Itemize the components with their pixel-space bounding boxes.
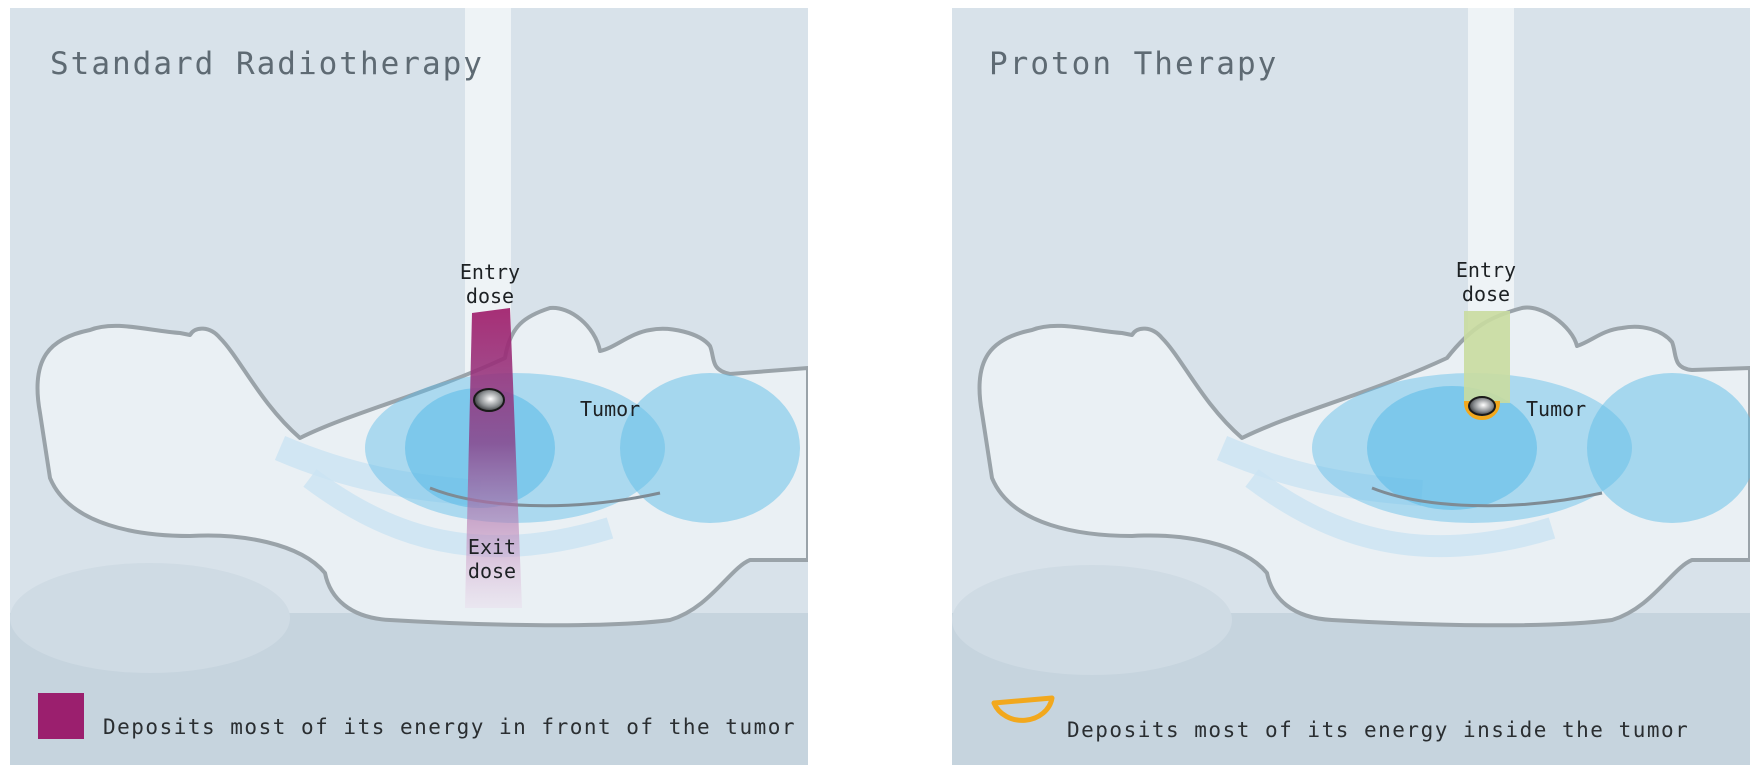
entry-label-line-2: dose xyxy=(465,284,515,308)
standard-radiotherapy-panel: Standard Radiotherapy Entry dose Tumor E… xyxy=(10,8,808,765)
tumor-label: Tumor xyxy=(580,397,641,421)
tumor-marker xyxy=(473,388,505,412)
entry-label-line-1: Entry xyxy=(1455,258,1517,282)
entry-label-line-2: dose xyxy=(1461,282,1511,306)
tumor-marker xyxy=(1468,396,1496,416)
entry-dose-label: Entry dose xyxy=(1436,258,1536,306)
exit-label-line-2: dose xyxy=(467,559,517,583)
diaphragm-line xyxy=(1371,486,1603,508)
abdomen-organ xyxy=(620,373,800,523)
abdomen-organ xyxy=(1587,373,1750,523)
standard-radiotherapy-illustration xyxy=(10,8,808,765)
panel-title: Proton Therapy xyxy=(989,46,1279,82)
legend-text: Deposits most of its energy in front of … xyxy=(103,715,797,739)
head-rest xyxy=(10,563,290,673)
bragg-peak-outline xyxy=(1463,401,1501,420)
proton-beam-dose xyxy=(1464,311,1510,403)
patient-body-outline xyxy=(977,305,1750,628)
proton-therapy-illustration xyxy=(952,8,1750,765)
diaphragm-line xyxy=(429,486,661,508)
spine-band xyxy=(1245,469,1556,558)
filled-square-icon xyxy=(38,693,84,739)
panel-title: Standard Radiotherapy xyxy=(50,46,484,82)
legend-text: Deposits most of its energy inside the t… xyxy=(1067,718,1690,742)
bragg-peak-semicircle-icon xyxy=(991,695,1055,723)
exit-dose-label: Exit dose xyxy=(442,535,542,583)
entry-label-line-1: Entry xyxy=(459,260,521,284)
entry-dose-label: Entry dose xyxy=(440,260,540,308)
spine-band xyxy=(303,469,614,558)
tumor-label: Tumor xyxy=(1526,397,1587,421)
exit-label-line-1: Exit xyxy=(467,535,517,559)
heart xyxy=(1367,386,1537,510)
x-ray-beam-dose xyxy=(465,308,522,608)
head-rest xyxy=(952,565,1232,675)
proton-therapy-panel: Proton Therapy Entry dose Tumor Deposits… xyxy=(952,8,1750,765)
